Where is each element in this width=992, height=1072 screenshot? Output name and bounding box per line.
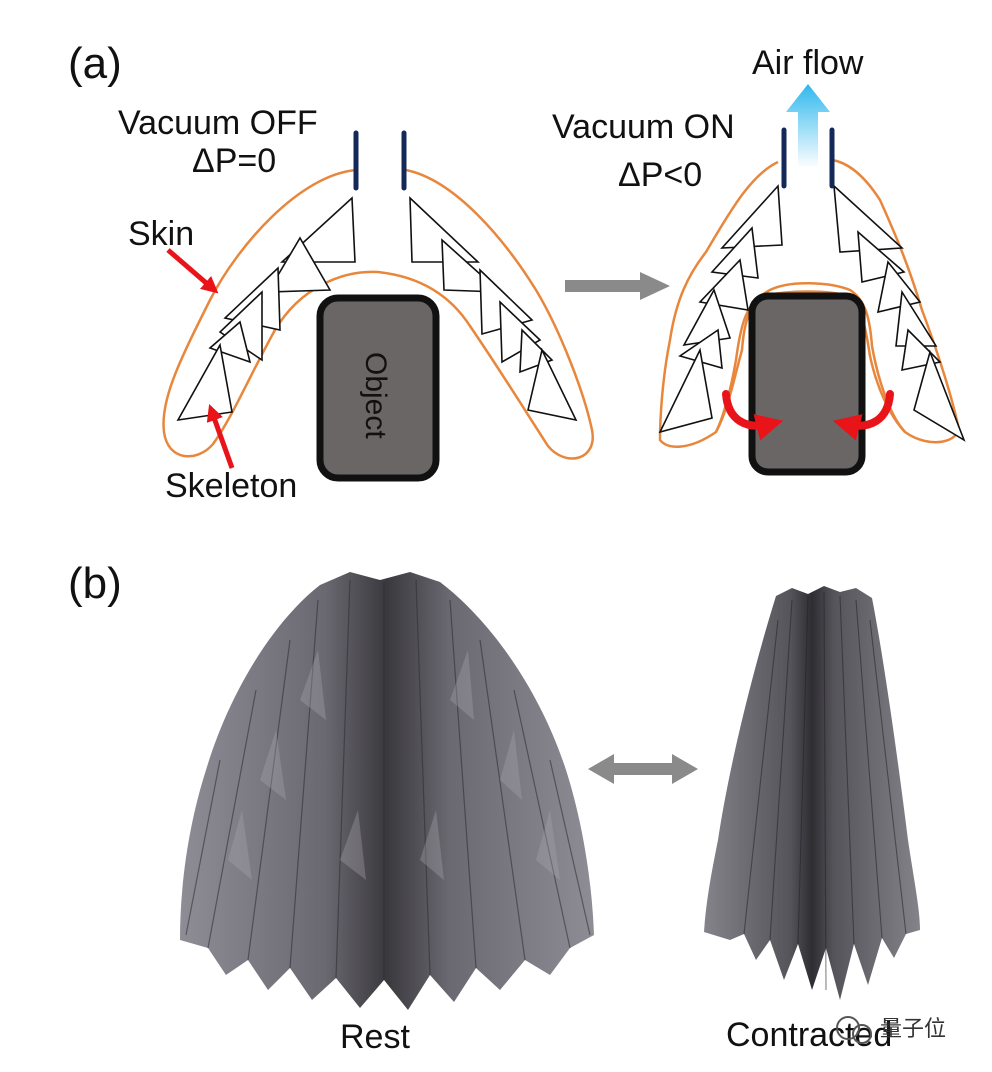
- skeleton-right: [658, 184, 966, 442]
- rest-contracted-double-arrow: [588, 754, 698, 784]
- skin-left: [162, 168, 594, 460]
- transition-arrow: [565, 272, 670, 300]
- skeleton-callout-arrow: [206, 403, 235, 469]
- object-label: Object: [359, 352, 392, 439]
- rest-label: Rest: [340, 1018, 410, 1056]
- skeleton-left: [176, 196, 578, 422]
- watermark: 量子位: [836, 1016, 946, 1044]
- origami-rest: [180, 572, 594, 1010]
- vacuum-tube-right: [781, 127, 835, 189]
- vacuum-off-title: Vacuum OFF: [118, 104, 318, 142]
- skeleton-label: Skeleton: [165, 467, 297, 505]
- vacuum-on-title: Vacuum ON: [552, 108, 735, 146]
- panel-b-label: (b): [68, 559, 122, 608]
- vacuum-off-pressure: ΔP=0: [192, 142, 276, 180]
- skin-callout-arrow: [166, 248, 219, 294]
- air-flow-label: Air flow: [752, 44, 864, 82]
- vacuum-tube-left: [353, 130, 407, 191]
- object-right: [748, 292, 866, 476]
- origami-contracted: [704, 586, 920, 1000]
- skin-right-inner: [714, 290, 906, 433]
- grip-arrow-right: [832, 390, 894, 441]
- grip-arrow-left: [722, 390, 784, 441]
- skin-label: Skin: [128, 215, 194, 253]
- object-left: [316, 294, 440, 482]
- contracted-label: Contracted: [726, 1016, 892, 1054]
- vacuum-on-pressure: ΔP<0: [618, 156, 702, 194]
- watermark-text: 量子位: [880, 1017, 946, 1042]
- panel-a-label: (a): [68, 39, 122, 88]
- skin-right: [658, 158, 960, 448]
- air-flow-arrow: [786, 84, 830, 168]
